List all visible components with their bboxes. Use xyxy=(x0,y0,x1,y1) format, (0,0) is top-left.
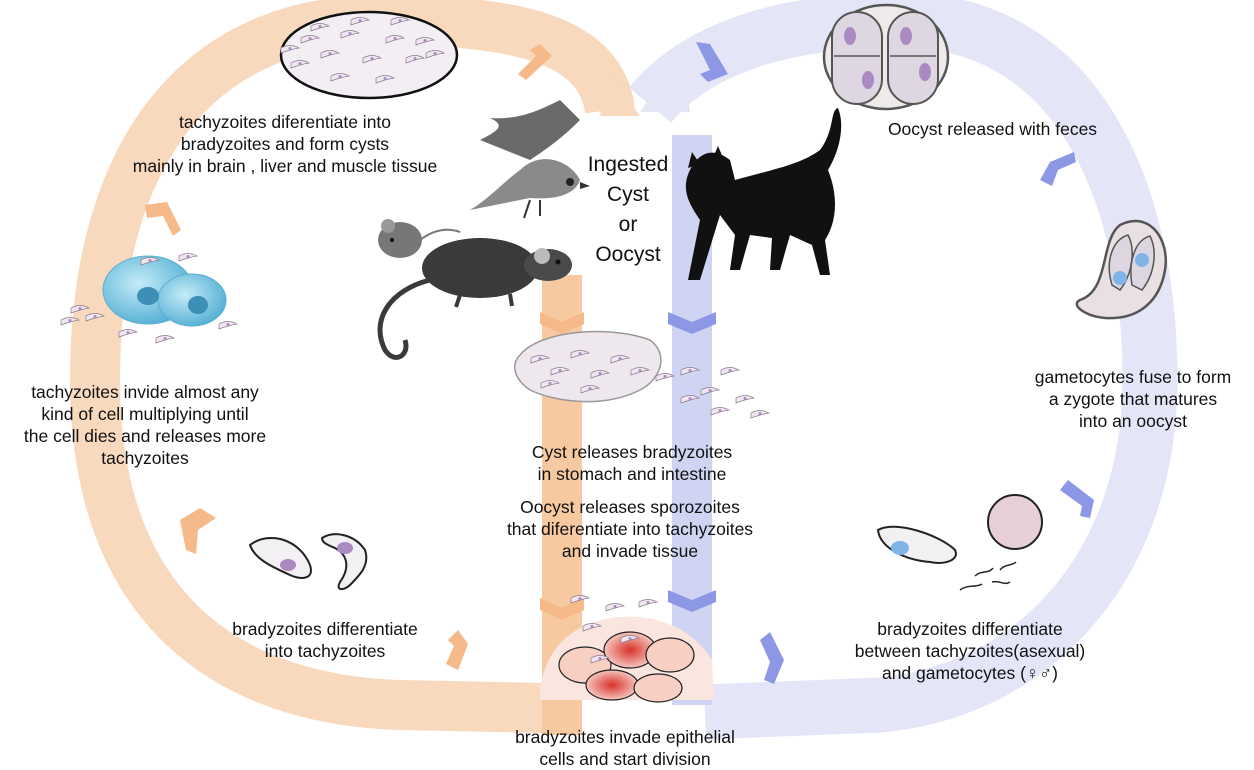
gametocyte-icon xyxy=(876,494,1043,564)
released-cyst-icon xyxy=(514,330,770,419)
rat-icon xyxy=(377,238,572,360)
cell-invasion-label: tachyzoites invide almost any kind of ce… xyxy=(23,382,267,468)
bird-icon xyxy=(470,100,590,219)
epithelial-label: bradyzoites invade epithelial cells and … xyxy=(515,727,735,769)
gametocytes-fuse-label: gametocytes fuse to form a zygote that m… xyxy=(1034,367,1232,431)
unsporulated-oocyst-icon xyxy=(1075,219,1168,320)
tissue-cyst-icon xyxy=(279,10,459,100)
right-cycle-chevrons xyxy=(696,42,1094,684)
oocyst-released-label: Oocyst released with feces xyxy=(887,119,1098,139)
right-cycle-arrow xyxy=(628,0,1178,740)
cat-icon xyxy=(685,108,842,280)
tachyzoite-icon xyxy=(248,533,368,591)
oocyst-releases-label: Oocyst releases sporozoites that diferen… xyxy=(506,497,754,561)
sporulated-oocyst-icon xyxy=(822,3,950,111)
brady-between-label: bradyzoites differentiate between tachyz… xyxy=(854,619,1086,683)
cyst-releases-label: Cyst releases bradyzoites in stomach and… xyxy=(531,442,733,484)
infected-host-cell-icon xyxy=(60,253,238,344)
mouse-icon xyxy=(378,219,461,258)
epithelial-tissue-icon xyxy=(540,595,714,703)
left-cycle-chevrons xyxy=(145,44,552,670)
left-cycle-arrow xyxy=(69,0,640,733)
ingested-label: Ingested Cyst or Oocyst xyxy=(587,153,669,266)
brady-to-tachy-label: bradyzoites differentiate into tachyzoit… xyxy=(232,619,418,661)
cyst-formation-label: tachyzoites diferentiate into bradyzoite… xyxy=(132,112,438,176)
microgamete-icon xyxy=(959,561,1017,591)
